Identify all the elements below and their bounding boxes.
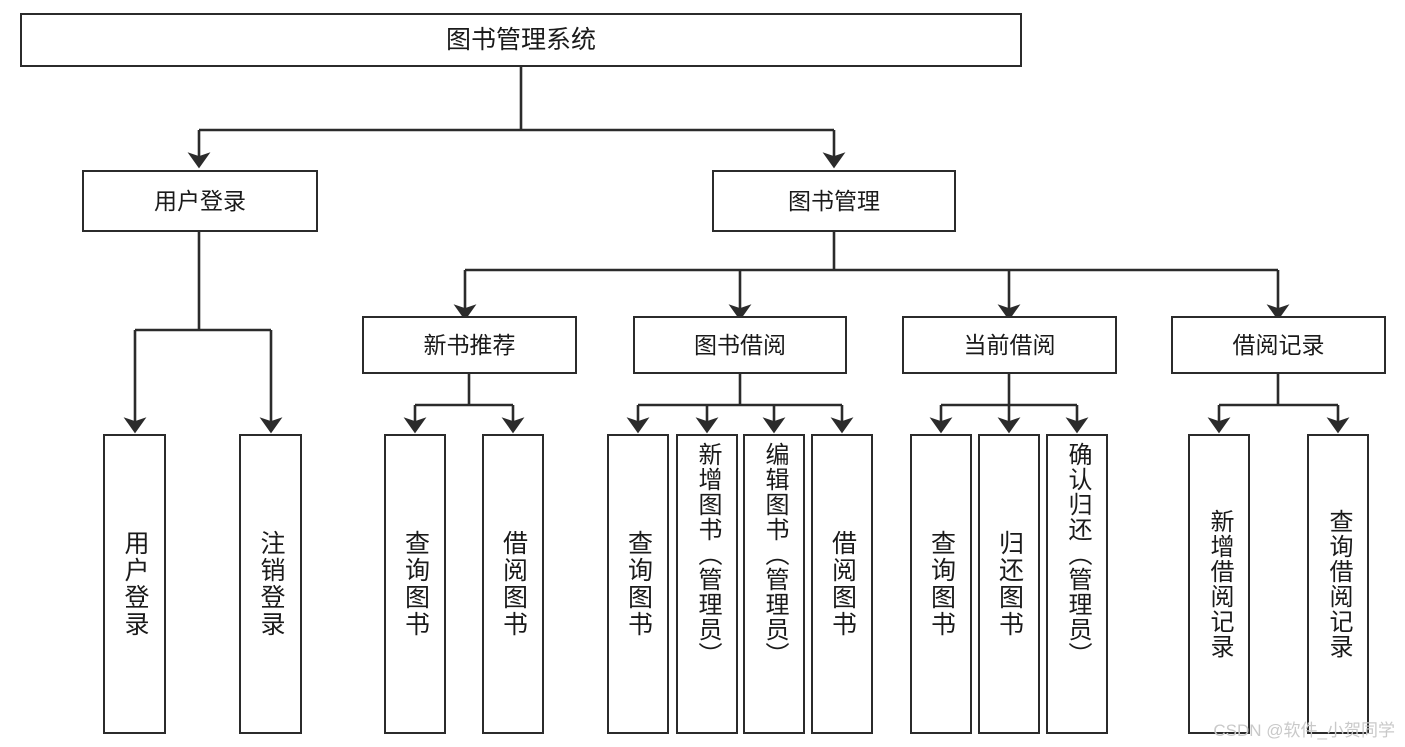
node-leaf-add-record-label: 新增借阅记录 (1206, 509, 1233, 659)
node-user-login[interactable]: 用户登录 (82, 170, 318, 232)
node-leaf-add-book-label: 新增图书（管理员） (694, 442, 721, 667)
node-current-borrow[interactable]: 当前借阅 (902, 316, 1117, 374)
node-leaf-logout-login[interactable]: 注销登录 (239, 434, 302, 734)
node-leaf-query-book-1[interactable]: 查询图书 (384, 434, 446, 734)
node-leaf-borrow-book-1-label: 借阅图书 (499, 530, 528, 638)
node-borrow-record-label: 借阅记录 (1232, 331, 1325, 358)
node-leaf-user-login-label: 用户登录 (121, 530, 149, 638)
node-leaf-query-book-3-label: 查询图书 (927, 530, 956, 638)
node-leaf-user-login[interactable]: 用户登录 (103, 434, 166, 734)
node-current-borrow-label: 当前借阅 (963, 331, 1056, 358)
node-leaf-confirm-return[interactable]: 确认归还（管理员） (1046, 434, 1108, 734)
node-new-book-recommend[interactable]: 新书推荐 (362, 316, 577, 374)
node-leaf-edit-book[interactable]: 编辑图书（管理员） (743, 434, 805, 734)
node-leaf-return-book-label: 归还图书 (995, 530, 1024, 638)
node-leaf-add-book[interactable]: 新增图书（管理员） (676, 434, 738, 734)
csdn-watermark: CSDN @软件_小贺同学 (1213, 721, 1395, 740)
node-root-label: 图书管理系统 (445, 25, 596, 54)
node-user-login-label: 用户登录 (154, 187, 246, 214)
node-leaf-logout-login-label: 注销登录 (257, 530, 285, 638)
node-leaf-borrow-book-1[interactable]: 借阅图书 (482, 434, 544, 734)
node-leaf-query-record[interactable]: 查询借阅记录 (1307, 434, 1369, 734)
node-borrow-record[interactable]: 借阅记录 (1171, 316, 1386, 374)
node-leaf-query-book-1-label: 查询图书 (401, 530, 430, 638)
node-book-borrow[interactable]: 图书借阅 (633, 316, 847, 374)
node-leaf-borrow-book-2[interactable]: 借阅图书 (811, 434, 873, 734)
node-leaf-query-book-3[interactable]: 查询图书 (910, 434, 972, 734)
node-book-borrow-label: 图书借阅 (694, 331, 786, 358)
node-leaf-query-book-2[interactable]: 查询图书 (607, 434, 669, 734)
node-leaf-query-record-label: 查询借阅记录 (1325, 509, 1352, 659)
node-book-management-label: 图书管理 (788, 187, 880, 214)
node-leaf-confirm-return-label: 确认归还（管理员） (1064, 442, 1091, 667)
node-root[interactable]: 图书管理系统 (20, 13, 1022, 67)
node-leaf-edit-book-label: 编辑图书（管理员） (761, 442, 788, 667)
node-new-book-recommend-label: 新书推荐 (423, 331, 516, 358)
node-leaf-add-record[interactable]: 新增借阅记录 (1188, 434, 1250, 734)
node-leaf-return-book[interactable]: 归还图书 (978, 434, 1040, 734)
node-leaf-query-book-2-label: 查询图书 (624, 530, 653, 638)
node-book-management[interactable]: 图书管理 (712, 170, 956, 232)
node-leaf-borrow-book-2-label: 借阅图书 (828, 530, 857, 638)
